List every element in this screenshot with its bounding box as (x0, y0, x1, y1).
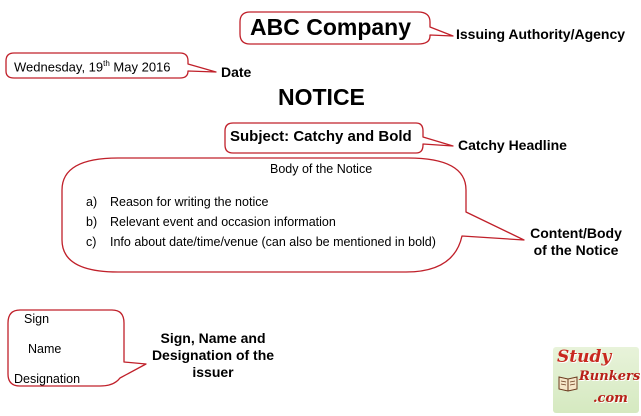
signature-designation: Designation (14, 372, 81, 386)
list-item-text: Info about date/time/venue (can also be … (110, 235, 436, 249)
logo-word-com: .com (593, 391, 628, 406)
callout-content-body: Content/Body of the Notice (520, 225, 632, 259)
callout-sign-line1: Sign, Name and (160, 330, 266, 346)
list-marker: b) (86, 215, 98, 229)
callout-sign-line3: issuer (192, 364, 234, 380)
signature-sign: Sign (24, 312, 50, 326)
list-item-text: Relevant event and occasion information (110, 215, 336, 229)
list-item: c) Info about date/time/venue (can also b… (86, 234, 436, 254)
notice-date: Wednesday, 19th May 2016 (14, 59, 171, 74)
company-callout-outline (239, 11, 454, 45)
subject-callout-outline (224, 122, 454, 154)
date-ordinal: th (103, 59, 110, 68)
body-list: a) Reason for writing the notice b) Releva… (86, 194, 436, 254)
callout-date: Date (221, 64, 252, 80)
company-name: ABC Company (250, 14, 412, 40)
subject-line: Subject: Catchy and Bold (230, 128, 412, 145)
list-item: a) Reason for writing the notice (86, 194, 436, 214)
notice-heading: NOTICE (278, 84, 365, 110)
callout-catchy-headline: Catchy Headline (458, 137, 567, 153)
studyrankers-logo: Study Runkers .com (553, 347, 641, 413)
list-item-text: Reason for writing the notice (110, 195, 269, 209)
book-icon (558, 376, 578, 392)
date-prefix: Wednesday, 19 (14, 59, 104, 75)
date-callout-outline (5, 52, 217, 79)
body-callout-outline (61, 157, 525, 273)
callout-issuing-authority: Issuing Authority/Agency (456, 26, 626, 42)
list-item: b) Relevant event and occasion informatio… (86, 214, 436, 234)
logo-word-study: Study (557, 347, 612, 367)
callout-sign-name-designation: Sign, Name and Designation of the issuer (140, 330, 286, 381)
list-marker: c) (86, 235, 97, 249)
signature-callout-outline (7, 309, 147, 387)
callout-sign-line2: Designation of the (151, 347, 275, 363)
date-suffix: May 2016 (109, 59, 171, 75)
callout-content-line1: Content/Body (530, 225, 622, 241)
signature-name: Name (28, 342, 62, 356)
body-title: Body of the Notice (270, 162, 373, 176)
callout-content-line2: of the Notice (533, 242, 619, 258)
logo-word-runkers: Runkers (579, 369, 641, 384)
list-marker: a) (86, 195, 98, 209)
